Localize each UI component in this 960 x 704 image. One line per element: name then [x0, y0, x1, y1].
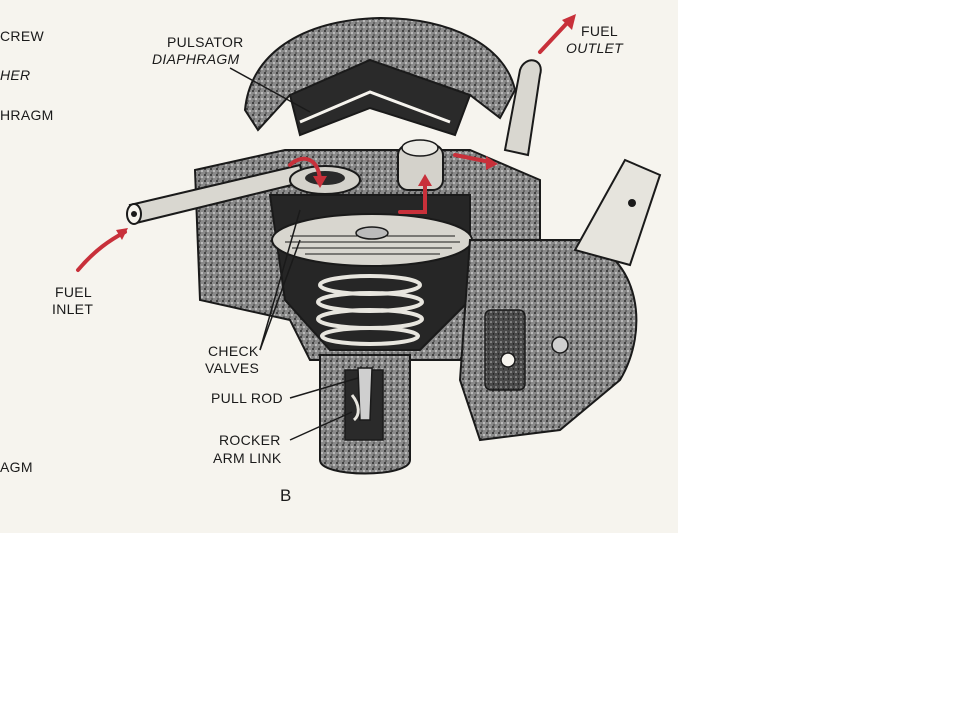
cut-label-screw: CREW	[0, 28, 44, 44]
check-valves-label-line1: CHECK	[208, 343, 259, 359]
outlet-tube	[503, 59, 542, 157]
cut-label-washer: HER	[0, 67, 31, 83]
rocker-arm-link-label-line2: ARM LINK	[213, 450, 282, 466]
diaphragm-disk	[271, 213, 473, 267]
panel-letter: B	[280, 486, 292, 505]
pull-rod	[357, 367, 373, 421]
rocker-arm	[573, 158, 662, 267]
leader-lines	[229, 67, 359, 441]
fuel-pump-cutaway	[76, 14, 662, 475]
diagram-scan: CREW HER HRAGM AGM PULSATOR DIAPHRAGM FU…	[0, 0, 678, 533]
rocker-link	[350, 394, 360, 422]
rocker-arm-link-label-line1: ROCKER	[219, 432, 281, 448]
pull-rod-label: PULL ROD	[211, 390, 283, 406]
dome-interior	[288, 58, 472, 137]
cut-label-diaphragm-bottom: AGM	[0, 459, 33, 475]
pulsator-label-line2: DIAPHRAGM	[152, 51, 240, 67]
cut-label-diaphragm-top: HRAGM	[0, 107, 54, 123]
fuel-outlet-label-line1: FUEL	[581, 23, 618, 39]
fuel-inlet-label-line2: INLET	[52, 301, 94, 317]
fuel-inlet-label-line1: FUEL	[55, 284, 92, 300]
fuel-outlet-label-line2: OUTLET	[566, 40, 624, 56]
pulsator-diaphragm	[299, 90, 451, 124]
return-spring	[316, 274, 424, 346]
fuel-flow-arrowheads	[116, 14, 576, 240]
pulsator-label-line1: PULSATOR	[167, 34, 244, 50]
check-valves-label-line2: VALVES	[205, 360, 260, 376]
